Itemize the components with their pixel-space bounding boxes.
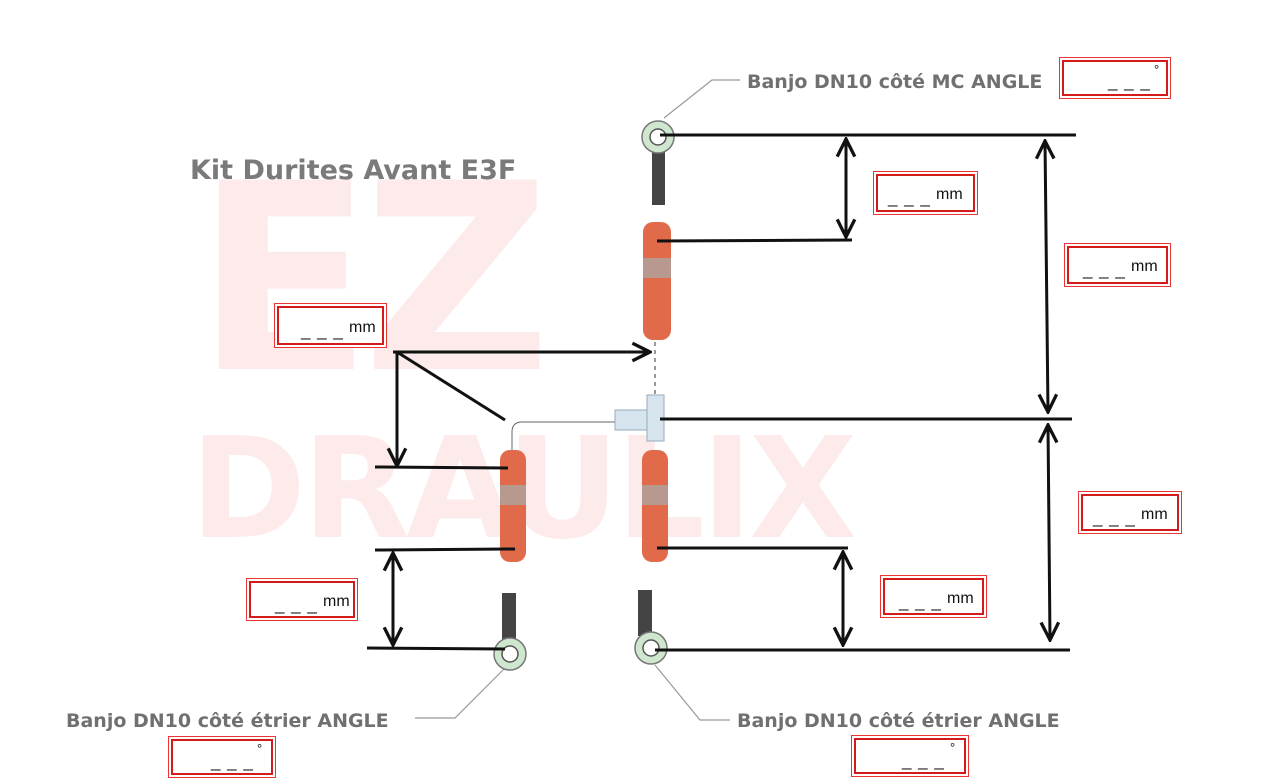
fitting-bottom-right: [642, 450, 668, 562]
label-banjo-etrier-left: Banjo DN10 côté étrier ANGLE: [66, 710, 389, 732]
field-value: _ _ _: [1083, 260, 1126, 279]
watermark-ez: EZ: [195, 129, 551, 431]
tee-fitting: [614, 394, 665, 442]
field-value: _ _ _: [211, 752, 254, 771]
field-value: _ _ _: [1108, 72, 1151, 91]
field-value: _ _ _: [301, 321, 344, 340]
label-banjo-mc: Banjo DN10 côté MC ANGLE: [747, 71, 1043, 93]
field-unit: °: [950, 740, 956, 755]
leader-lines: [415, 79, 740, 721]
field-unit: mm: [1131, 258, 1158, 275]
field-unit: mm: [936, 186, 963, 203]
field-unit: mm: [349, 319, 376, 336]
length-bottom-left-field[interactable]: _ _ _ mm: [246, 578, 358, 621]
length-bottom-long-field[interactable]: _ _ _ mm: [1078, 491, 1182, 534]
length-top-short-field[interactable]: _ _ _ mm: [873, 171, 978, 215]
field-unit: mm: [323, 593, 350, 610]
field-unit: °: [1154, 62, 1160, 77]
angle-etrier-left-field[interactable]: _ _ _°: [168, 736, 276, 778]
length-bottom-right-field[interactable]: _ _ _ mm: [880, 575, 987, 618]
field-unit: mm: [1141, 506, 1168, 523]
field-unit: mm: [947, 590, 974, 607]
length-top-long-field[interactable]: _ _ _ mm: [1064, 243, 1171, 287]
field-value: _ _ _: [902, 751, 945, 770]
diagram-title: Kit Durites Avant E3F: [190, 155, 517, 186]
dimension-lines: [366, 133, 1076, 652]
fitting-top: [643, 222, 671, 340]
field-value: _ _ _: [899, 592, 942, 611]
angle-etrier-right-field[interactable]: _ _ _ °: [851, 735, 969, 777]
fitting-bottom-left: [500, 450, 526, 562]
length-split-field[interactable]: _ _ _ mm: [274, 303, 387, 348]
field-value: _ _ _: [1093, 508, 1136, 527]
field-value: _ _ _: [888, 188, 931, 207]
field-unit: °: [257, 741, 263, 756]
banjo-mc: [641, 120, 675, 205]
banjo-etrier-left: [493, 593, 527, 671]
banjo-etrier-right: [634, 590, 668, 665]
angle-mc-field[interactable]: _ _ _°: [1059, 57, 1171, 99]
field-value: _ _ _: [275, 595, 318, 614]
label-banjo-etrier-right: Banjo DN10 côté étrier ANGLE: [737, 710, 1060, 732]
